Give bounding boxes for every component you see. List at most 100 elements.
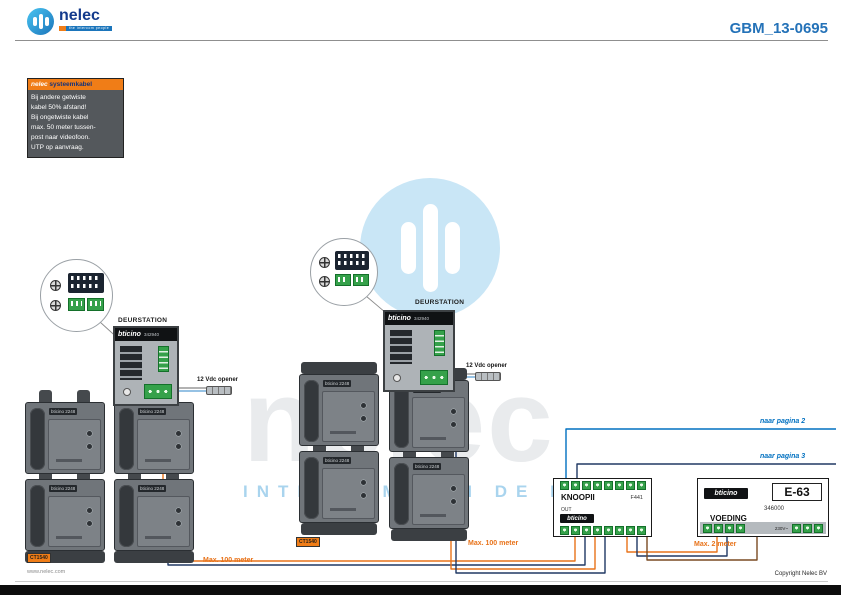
logo-brand-text: nelec <box>59 7 100 24</box>
call-button <box>393 374 401 382</box>
terminal <box>637 526 646 535</box>
terminal-green <box>68 298 85 311</box>
handset-icon <box>30 485 45 547</box>
dip-row <box>338 254 366 258</box>
terminal <box>736 523 745 533</box>
website-link[interactable]: www.nelec.com <box>27 569 66 575</box>
intercom-handset-unit: bticino 2248 <box>299 451 379 523</box>
page3-link[interactable]: naar pagina 3 <box>760 453 806 460</box>
handset-icon <box>119 485 134 547</box>
doorstation-header: bticino 342940 <box>385 312 453 325</box>
cable-note-box: nelec systeemkabel Bij andere getwiste k… <box>27 78 124 159</box>
doorstation-header: bticino 342940 <box>115 328 177 341</box>
rail-end-cap <box>301 523 377 535</box>
psu-model-badge: E-63 <box>772 483 822 501</box>
handset-face <box>322 391 375 442</box>
page3-wire <box>576 463 836 478</box>
dip-switch-module <box>335 251 369 270</box>
handset-button <box>175 443 182 450</box>
call-button <box>123 388 131 396</box>
handset-button <box>360 479 367 486</box>
out-label: OUT <box>561 507 572 513</box>
terminal <box>604 526 613 535</box>
terminal <box>803 523 812 533</box>
terminal <box>725 523 734 533</box>
terminal-ticks <box>338 277 348 282</box>
terminal-green <box>335 274 351 286</box>
junction-article: F441 <box>630 495 643 501</box>
dip-row <box>71 276 101 280</box>
logo-tagline: the intercom people <box>59 25 113 31</box>
handset-button <box>360 415 367 422</box>
nelec-logo-icon <box>27 8 54 35</box>
page2-link[interactable]: naar pagina 2 <box>760 418 806 425</box>
handset-button <box>450 408 457 415</box>
handset-icon <box>304 380 319 442</box>
detail-callout-middle <box>310 238 378 306</box>
screw-icon <box>319 276 330 287</box>
handset-button <box>175 520 182 527</box>
header-rule <box>15 40 828 41</box>
door-station-middle: bticino 342940 <box>383 310 455 392</box>
terminal <box>571 526 580 535</box>
doorstation-label-left: DEURSTATION <box>118 317 168 324</box>
handset-button <box>360 492 367 499</box>
intercom-handset-unit: bticino 2248 <box>25 479 105 551</box>
note-title-rest: systeemkabel <box>47 81 93 88</box>
handset-button <box>450 498 457 505</box>
note-line: Bij andere getwiste <box>31 94 86 101</box>
handset-button <box>86 507 93 514</box>
handset-model-label: bticino 2248 <box>49 408 78 415</box>
terminal-green <box>353 274 369 286</box>
terminal <box>604 481 613 490</box>
connector-strip <box>158 346 169 372</box>
psu-voltage-label: 230V~ <box>774 525 788 531</box>
terminal <box>582 481 591 490</box>
note-title-brand: nelec <box>31 81 48 88</box>
doorstation-label-middle: DEURSTATION <box>415 299 465 306</box>
junction-bottom-terminals <box>560 526 646 535</box>
note-line: max. 50 meter tussen- <box>31 124 96 132</box>
handset-button <box>450 485 457 492</box>
connector-strip <box>434 330 445 356</box>
terminal <box>792 523 801 533</box>
terminal <box>560 481 569 490</box>
terminal <box>560 526 569 535</box>
screw-icon <box>50 300 61 311</box>
max-length-label: Max. 100 meter <box>203 557 254 564</box>
opener-label-left: 12 Vdc opener <box>197 377 239 383</box>
terminal-block <box>144 384 172 399</box>
footer-rule <box>15 581 828 582</box>
handset-model-label: bticino 2248 <box>323 457 352 464</box>
handset-button <box>86 443 93 450</box>
handset-button <box>450 421 457 428</box>
rail-end-cap <box>391 529 467 541</box>
note-line: post naar videofoon. <box>31 134 90 142</box>
handset-speaker-slot <box>56 536 82 539</box>
handset-speaker-slot <box>330 508 356 511</box>
door-station-left: bticino 342940 <box>113 326 179 406</box>
detail-callout-left <box>40 259 113 332</box>
handset-speaker-slot <box>330 431 356 434</box>
terminal-green <box>87 298 104 311</box>
nelec-logo: nelec the intercom people <box>27 7 113 35</box>
handset-icon <box>394 463 409 525</box>
handset-button <box>86 430 93 437</box>
terminal-ticks <box>71 301 82 306</box>
intercom-handset-unit: bticino 2248 <box>114 402 194 474</box>
handset-icon <box>30 408 45 470</box>
dip-switch-module <box>68 273 104 293</box>
psu-wire-orange <box>626 537 718 553</box>
junction-title: KNOOPII <box>561 493 595 502</box>
handset-face <box>322 468 375 519</box>
psu-wire-brown <box>646 537 758 561</box>
handset-button <box>86 520 93 527</box>
tagline-text: the intercom people <box>66 25 113 31</box>
speaker-module <box>390 330 412 364</box>
terminal <box>714 523 723 533</box>
handset-speaker-slot <box>145 536 171 539</box>
max-length-label: Max. 2 meter <box>694 541 737 548</box>
rail-part-tag: CT1540 <box>27 553 51 563</box>
door-opener-left <box>206 386 232 395</box>
